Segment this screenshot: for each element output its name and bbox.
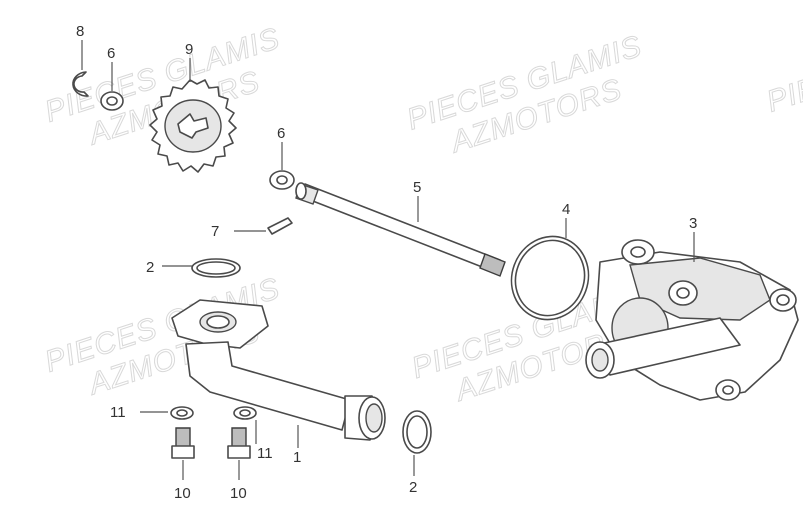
callout-10: 10 [230, 485, 247, 502]
callout-11: 11 [257, 445, 273, 462]
small-washer-icon [233, 406, 257, 444]
callout-7: 7 [211, 223, 219, 240]
callout-2: 2 [146, 259, 154, 276]
washer-icon [269, 142, 295, 190]
callout-2: 2 [409, 479, 417, 496]
callout-6: 6 [107, 45, 115, 62]
circlip-icon [72, 40, 89, 97]
callout-3: 3 [689, 215, 697, 232]
o-ring-icon [162, 258, 241, 278]
callout-11: 11 [110, 404, 126, 421]
pin-icon [234, 217, 293, 235]
water-pipe-icon [171, 299, 386, 448]
callout-8: 8 [76, 23, 84, 40]
callout-6: 6 [277, 125, 285, 142]
large-o-ring-icon [510, 218, 590, 321]
washer-icon [100, 62, 124, 111]
callout-10: 10 [174, 485, 191, 502]
callout-labels: 8 6 9 6 5 4 3 7 2 11 11 1 2 10 10 [76, 23, 697, 502]
pump-shaft-icon [295, 182, 506, 277]
callout-5: 5 [413, 179, 421, 196]
callout-4: 4 [562, 201, 570, 218]
watermark-line1: PIECES GLAMIS [763, 12, 803, 119]
bolt-icon [227, 427, 251, 480]
bolt-icon [171, 427, 195, 480]
water-pump-housing-icon [585, 232, 799, 401]
callout-1: 1 [293, 449, 301, 466]
gear-icon [149, 58, 237, 173]
o-ring-icon [402, 410, 432, 476]
callout-9: 9 [185, 41, 193, 58]
small-washer-icon [140, 406, 194, 420]
